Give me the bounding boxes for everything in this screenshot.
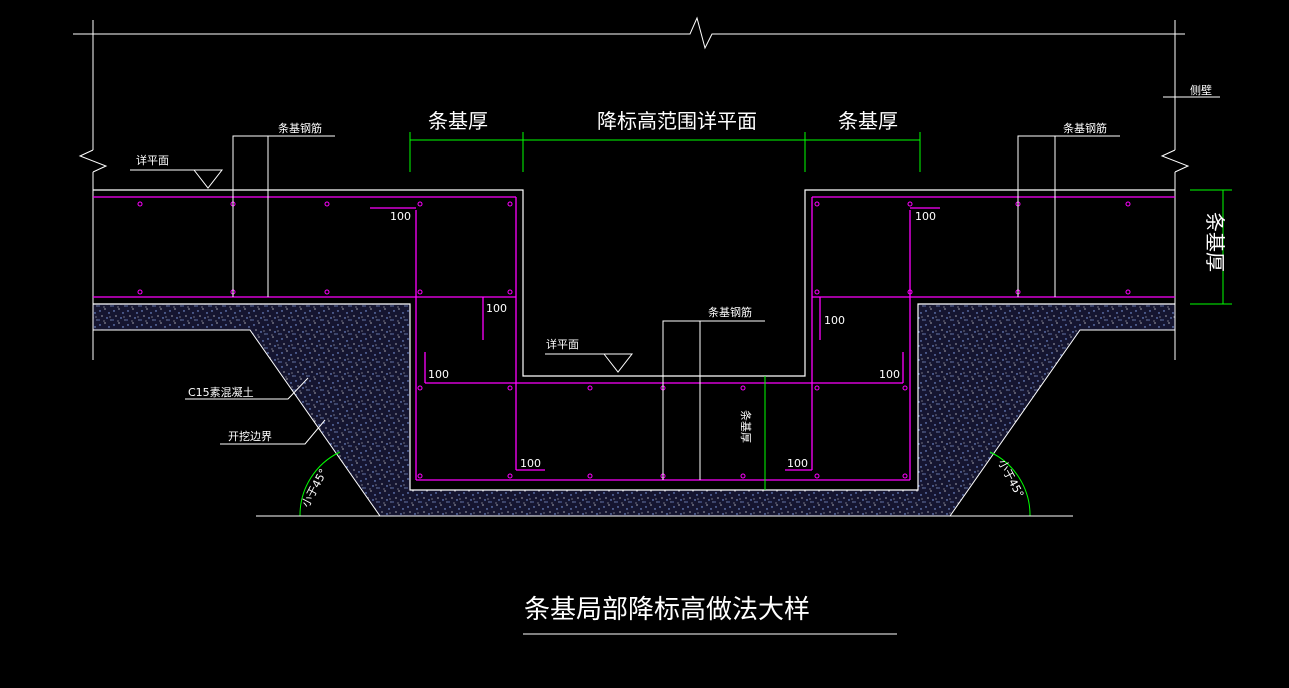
dimension-lines [299,132,1232,517]
rebar-label-right: 条基钢筋 [1063,121,1107,135]
dim-left-thickness: 条基厚 [428,109,488,133]
rebar-dots [137,201,1131,479]
foundation-bottom-outline [93,303,1175,491]
dim-right-thickness: 条基厚 [838,109,898,133]
anchor-length-7: 100 [520,457,541,470]
anchor-length-8: 100 [787,457,808,470]
angle-label-left: 小于45° [299,467,330,510]
ground-lines [256,515,1073,635]
detail-plane-label-left: 详平面 [136,153,169,167]
excavation-label: 开挖边界 [228,429,272,443]
anchor-length-4: 100 [824,314,845,327]
rebar-label-center: 条基钢筋 [708,305,752,319]
detail-plane-label-center: 详平面 [546,337,579,351]
leader-lines [130,96,1220,480]
foundation-outline [93,189,1175,377]
side-wall-label: 侧壁 [1190,83,1212,97]
rebar-label-left: 条基钢筋 [278,121,322,135]
left-wall-break [78,149,108,173]
rebar-group [93,196,1175,481]
anchor-length-5: 100 [428,368,449,381]
concrete-label: C15素混凝土 [188,385,254,399]
dim-right-vertical: 条基厚 [1203,212,1227,272]
anchor-length-labels: 100 100 100 100 100 100 100 100 [390,210,936,470]
top-break-line [73,16,1185,50]
anchor-length-6: 100 [879,368,900,381]
angle-label-right: 小于45° [995,457,1026,500]
anchor-length-1: 100 [390,210,411,223]
drawing-title: 条基局部降标高做法大样 [524,595,810,625]
dim-center-vertical: 条基厚 [739,410,753,443]
anchor-length-2: 100 [915,210,936,223]
right-wall-break [1160,149,1190,173]
anchor-length-3: 100 [486,302,507,315]
dim-center-range: 降标高范围详平面 [597,109,757,133]
